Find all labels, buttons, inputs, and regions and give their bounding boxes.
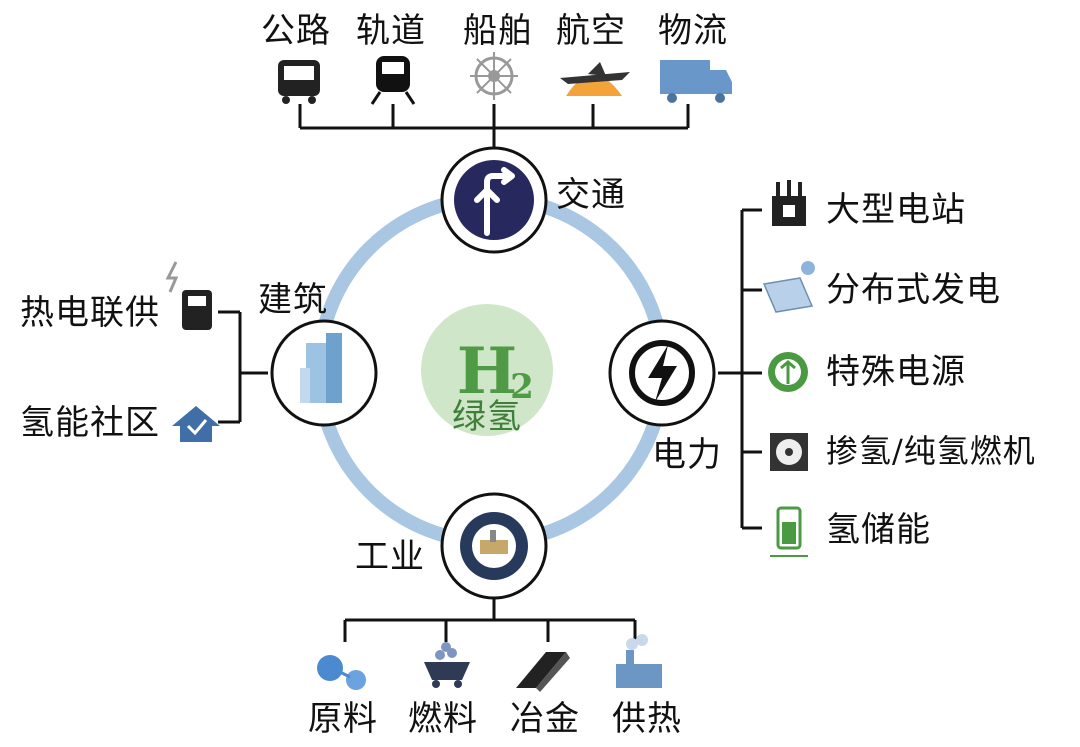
transport-item-label: 公路 — [261, 11, 331, 51]
center-label: 绿氢 — [452, 397, 522, 437]
solar-panel-icon — [762, 261, 815, 313]
transport-connectors — [298, 104, 690, 150]
molecule-icon — [317, 655, 366, 690]
hub-label-building: 建筑 — [258, 280, 328, 320]
hub-label-transport: 交通 — [556, 175, 626, 215]
building-icon — [300, 333, 342, 403]
special-power-icon — [768, 352, 808, 392]
steel-bar-icon — [516, 652, 570, 692]
hub-industry — [440, 492, 548, 600]
airplane-icon — [560, 62, 630, 96]
chp-unit-icon — [165, 261, 212, 330]
industry-connectors — [343, 598, 637, 642]
power-item-label: 特殊电源 — [826, 352, 966, 392]
community-house-icon — [172, 406, 220, 442]
hub-power — [608, 319, 716, 427]
lightning-power-icon — [629, 340, 695, 406]
hub-label-industry: 工业 — [355, 537, 425, 577]
industry-item-label: 原料 — [308, 699, 378, 739]
truck-icon — [660, 60, 732, 103]
ship-wheel-icon — [470, 52, 518, 100]
power-item-label: 掺氢/纯氢燃机 — [826, 432, 1036, 470]
svg-text:2: 2 — [510, 367, 534, 407]
hub-building — [270, 319, 378, 427]
coal-cart-icon — [424, 642, 470, 688]
power-item-label: 氢储能 — [826, 510, 931, 550]
transport-item-label: 航空 — [556, 11, 626, 51]
bus-icon — [278, 60, 320, 104]
transport-item-label: 船舶 — [463, 11, 533, 51]
industry-item-label: 燃料 — [408, 699, 478, 739]
train-icon — [370, 56, 416, 105]
gear-factory-icon — [460, 512, 528, 580]
h2-symbol: H — [457, 334, 517, 409]
building-connectors — [218, 310, 268, 424]
building-item-label: 氢能社区 — [20, 403, 160, 443]
heating-plant-icon — [616, 634, 662, 688]
transport-item-label: 轨道 — [356, 11, 426, 51]
industry-item-label: 供热 — [612, 699, 682, 739]
battery-storage-icon — [770, 506, 808, 557]
power-item-label: 分布式发电 — [826, 270, 1001, 310]
hub-label-power: 电力 — [652, 435, 722, 475]
hub-transport — [440, 146, 548, 254]
turbine-fan-icon — [770, 433, 808, 471]
power-station-icon — [772, 180, 806, 226]
center-h2-hub: H 2 — [421, 304, 553, 436]
transport-item-label: 物流 — [658, 11, 728, 51]
industry-item-label: 冶金 — [510, 699, 580, 739]
power-connectors — [718, 208, 762, 530]
power-item-label: 大型电站 — [826, 190, 966, 230]
building-item-label: 热电联供 — [20, 293, 160, 333]
